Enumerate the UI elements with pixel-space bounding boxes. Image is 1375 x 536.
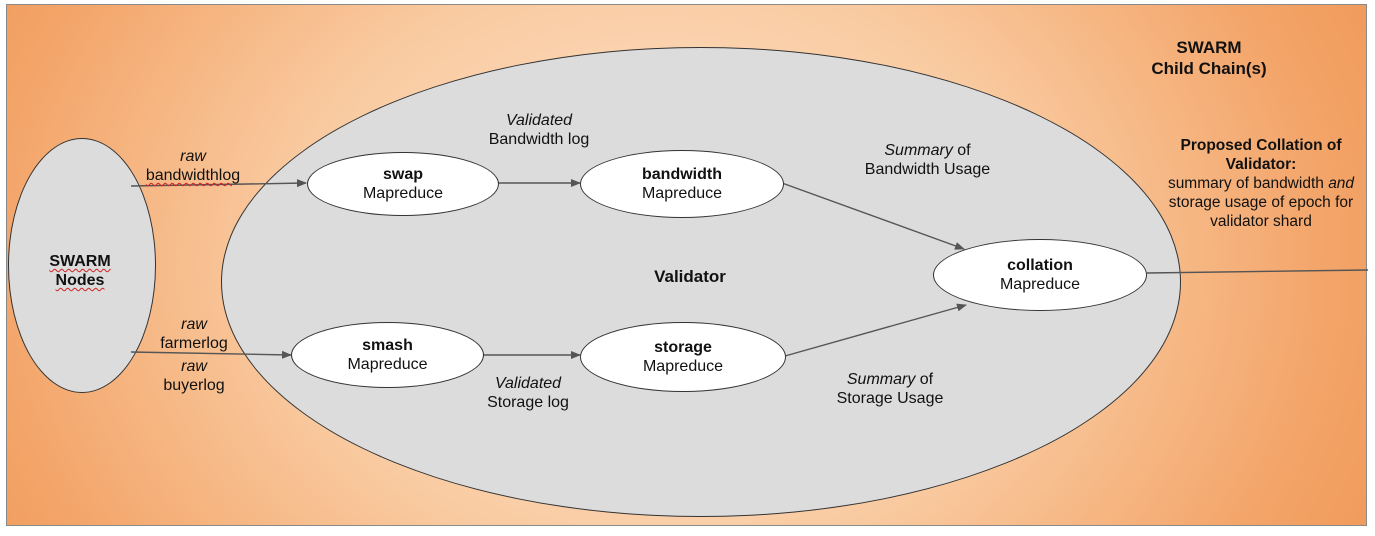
label-raw-buyerlog: raw buyerlog [144, 357, 244, 395]
label-summary-bandwidth: Summary of Bandwidth Usage [845, 141, 1010, 179]
collation-node[interactable]: collation Mapreduce [933, 239, 1147, 311]
label-raw-bandwidthlog: raw bandwidthlog [128, 147, 258, 185]
label-summary-bandwidth-em: Summary [884, 142, 953, 159]
label-validated-storage-text: Storage log [487, 394, 569, 411]
proposal-desc-line1-pre: summary of bandwidth [1167, 175, 1329, 192]
diagram-background [6, 4, 1367, 526]
label-raw-farmerlog-em: raw [181, 316, 207, 333]
storage-node-sub: Mapreduce [642, 358, 724, 375]
label-validated-storage-em: Validated [494, 375, 562, 392]
collation-node-name: collation [1007, 257, 1073, 274]
proposal-title-line2: Validator: [1225, 156, 1297, 173]
label-raw-buyerlog-text: buyerlog [163, 377, 225, 394]
storage-node-name: storage [654, 339, 712, 356]
bandwidth-node-name: bandwidth [642, 166, 722, 183]
label-raw-bandwidthlog-em: raw [180, 148, 206, 165]
smash-node-sub: Mapreduce [347, 356, 428, 373]
proposal-desc-line1: summary of bandwidth and [1150, 174, 1372, 193]
label-raw-farmerlog-text: farmerlog [160, 335, 228, 352]
proposal-desc-line3: validator shard [1210, 213, 1312, 230]
storage-node[interactable]: storage Mapreduce [580, 322, 786, 392]
smash-node[interactable]: smash Mapreduce [291, 322, 484, 388]
label-summary-storage: Summary of Storage Usage [810, 370, 970, 408]
swap-node[interactable]: swap Mapreduce [307, 152, 499, 216]
label-raw-buyerlog-em: raw [181, 358, 207, 375]
swarm-nodes-line1: SWARM [49, 253, 111, 270]
proposal-text: Proposed Collation of Validator: summary… [1150, 136, 1372, 231]
label-summary-storage-text: Storage Usage [836, 390, 944, 407]
label-summary-bandwidth-suffix: of [952, 142, 971, 159]
label-raw-bandwidthlog-text: bandwidthlog [145, 167, 241, 184]
swap-node-sub: Mapreduce [362, 185, 444, 202]
collation-node-sub: Mapreduce [999, 276, 1081, 293]
chain-title-line2: Child Chain(s) [1151, 59, 1267, 78]
bandwidth-node[interactable]: bandwidth Mapreduce [580, 150, 784, 218]
proposal-title-line1: Proposed Collation of [1180, 137, 1342, 154]
smash-node-name: smash [362, 337, 413, 354]
label-summary-storage-em: Summary [846, 371, 916, 388]
swarm-nodes-label: SWARM Nodes [25, 252, 135, 290]
chain-title-line1: SWARM [1176, 38, 1242, 57]
validator-title: Validator [654, 267, 726, 286]
proposal-desc-line2: storage usage of epoch for [1168, 194, 1354, 211]
label-summary-storage-suffix: of [915, 371, 934, 388]
swap-node-name: swap [382, 166, 423, 183]
label-validated-bandwidth-em: Validated [505, 112, 573, 129]
label-validated-bandwidth-text: Bandwidth log [488, 131, 590, 148]
swarm-nodes-ellipse [8, 138, 156, 393]
label-summary-bandwidth-text: Bandwidth Usage [864, 161, 991, 178]
label-raw-farmerlog: raw farmerlog [144, 315, 244, 353]
proposal-desc-line1-em: and [1328, 175, 1355, 192]
label-validated-bandwidth: Validated Bandwidth log [459, 111, 619, 149]
label-validated-storage: Validated Storage log [453, 374, 603, 412]
bandwidth-node-sub: Mapreduce [641, 185, 723, 202]
swarm-nodes-line2: Nodes [55, 272, 105, 289]
chain-title: SWARM Child Chain(s) [1144, 37, 1274, 79]
